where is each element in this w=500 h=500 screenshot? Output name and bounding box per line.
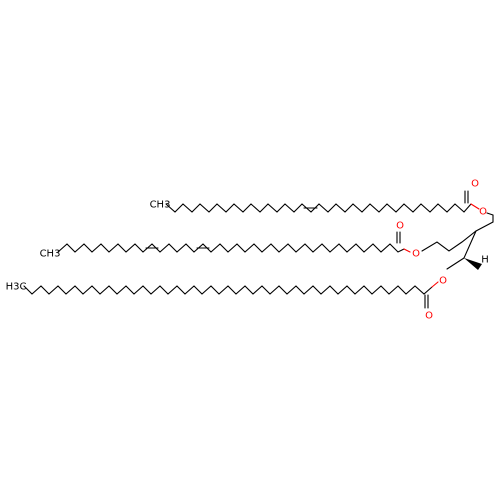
wedge-bond xyxy=(464,258,482,270)
terminal-methyl-label: H3C xyxy=(6,282,27,293)
ester-oxygen-label: O xyxy=(439,276,447,287)
chain-2-labels: CH3 O O xyxy=(40,221,421,260)
chain-2-bonds xyxy=(57,214,494,253)
chain-1-labels: CH3 O O xyxy=(150,179,488,218)
carbonyl-oxygen-label: O xyxy=(425,311,433,322)
ester-oxygen-label: O xyxy=(479,207,487,218)
chain-3-bonds xyxy=(23,257,465,309)
terminal-methyl-label: CH3 xyxy=(150,200,171,211)
chain-1-bonds xyxy=(165,190,494,216)
carbonyl-oxygen-label: O xyxy=(471,179,479,190)
stereocenter: H xyxy=(463,230,489,270)
terminal-methyl-label: CH3 xyxy=(40,249,61,260)
carbonyl-oxygen-label: O xyxy=(396,221,404,232)
chain-3-labels: H3C O O xyxy=(6,276,448,322)
ester-oxygen-label: O xyxy=(412,249,420,260)
stereo-hydrogen-label: H xyxy=(481,255,489,266)
